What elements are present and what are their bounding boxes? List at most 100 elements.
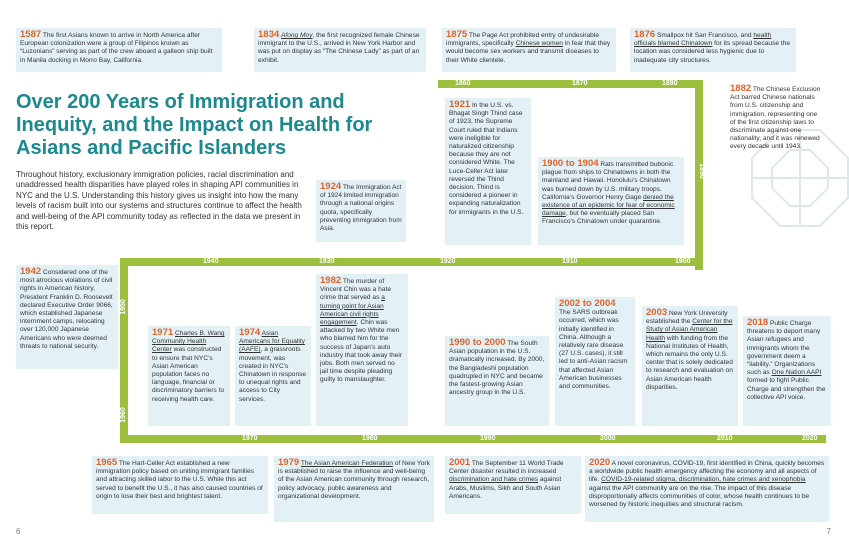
event-year: 2020 <box>589 457 611 468</box>
event-1965: 1965 The Hart-Celler Act established a n… <box>92 456 268 514</box>
timeline-track-left <box>120 258 128 443</box>
event-2018: 2018 Public Charge threatens to deport m… <box>743 316 831 426</box>
event-year: 1875 <box>446 29 468 40</box>
decade-label: 1860 <box>455 80 471 87</box>
event-text: The SARS outbreak occurred, which was in… <box>559 309 628 391</box>
event-text: . Chin was attacked by two White men who… <box>320 319 403 384</box>
event-link[interactable]: a turning point for Asian American civil… <box>320 294 385 327</box>
timeline-track-top <box>438 80 703 88</box>
event-1921: 1921 In the U.S. vs. Bhagat Singh Thind … <box>445 98 531 245</box>
event-text: The Page Act prohibited entry of undesir… <box>446 32 599 48</box>
page-title: Over 200 Years of Immigration and Inequi… <box>16 91 373 159</box>
event-text: The Hart-Celler Act established a new im… <box>96 460 263 500</box>
event-year: 1942 <box>20 266 42 277</box>
event-year: 2018 <box>747 317 769 328</box>
event-1875: 1875 The Page Act prohibited entry of un… <box>442 28 616 72</box>
event-text: The first Asians known to arrive in Nort… <box>20 32 213 64</box>
decade-label: 2000 <box>600 435 616 442</box>
event-link[interactable]: Chinese women <box>515 40 563 48</box>
event-1982: 1982 The murder of Vincent Chin was a ha… <box>316 274 408 426</box>
event-link[interactable]: Afong Moy <box>280 32 313 39</box>
decade-label: 1880 <box>662 80 678 87</box>
decade-label: 1920 <box>440 258 456 265</box>
event-year: 1965 <box>96 457 118 468</box>
page-number-right: 7 <box>826 527 831 536</box>
event-year: 1876 <box>634 29 656 40</box>
timeline-track-right <box>695 80 703 270</box>
event-1971: 1971 Charles B. Wang Community Health Ce… <box>148 326 230 426</box>
event-text: in fear that they would become sex worke… <box>446 40 611 64</box>
event-text: Considered one of the most atrocious vio… <box>20 269 113 350</box>
event-year: 1971 <box>152 327 174 338</box>
event-1924: 1924 The Immigration Act of 1924 limited… <box>316 180 406 242</box>
event-2001: 2001 The September 11 World Trade Center… <box>445 456 581 514</box>
decade-label: 1870 <box>572 80 588 87</box>
event-link[interactable]: Charles B. Wang Community Health Center <box>152 330 225 354</box>
event-1882: 1882 The Chinese Exclusion Act barred Ch… <box>726 82 826 166</box>
decade-label: 2020 <box>802 435 818 442</box>
event-year: 1990 to 2000 <box>449 337 506 348</box>
decade-label: 1960 <box>119 407 127 423</box>
event-link[interactable]: The Asian American Federation <box>300 460 393 467</box>
event-year: 2002 to 2004 <box>559 298 616 309</box>
event-text: The Immigration Act of 1924 limited immi… <box>320 184 402 233</box>
event-text: against Arabs, Muslims, Sikh and South A… <box>449 476 562 500</box>
event-link[interactable]: denied the existence of an epidemic for … <box>542 193 675 218</box>
event-link[interactable]: health officials blamed Chinatown <box>634 32 772 48</box>
decade-label: 1910 <box>562 258 578 265</box>
event-text: with funding from the National Institute… <box>646 334 733 391</box>
event-text: A novel coronavirus, COVID-19, first ide… <box>589 460 825 484</box>
event-link[interactable]: Asian Americans for Equality (AAFE) <box>239 330 305 354</box>
decade-label: 1940 <box>203 258 219 265</box>
event-text: was constructed to ensure that NYC’s Asi… <box>152 346 225 403</box>
timeline-track-middle <box>120 258 703 266</box>
event-2003: 2003 New York University established the… <box>642 306 738 426</box>
event-year: 1882 <box>730 83 752 94</box>
event-text: The South Asian population in the U.S. d… <box>449 340 545 397</box>
event-year: 1979 <box>278 457 300 468</box>
event-text: In the U.S. vs. Bhagat Singh Thind case … <box>449 102 524 216</box>
event-text: , the first recognized female Chinese im… <box>258 32 420 64</box>
intro-paragraph: Throughout history, exclusionary immigra… <box>16 170 302 232</box>
event-text: of New York is established to raise the … <box>278 460 430 500</box>
event-text: New York University established the <box>646 310 728 326</box>
event-year: 1834 <box>258 29 280 40</box>
event-text: The September 11 World Trade Center disa… <box>449 460 564 476</box>
timeline-track-bottom <box>120 435 826 443</box>
event-year: 2003 <box>646 307 668 318</box>
event-year: 1921 <box>449 99 471 110</box>
event-year: 1974 <box>239 327 261 338</box>
event-year: 1587 <box>20 29 42 40</box>
event-text: , a grassroots movement, was created in … <box>239 346 307 403</box>
event-link[interactable]: COVID-19-related stigma, discrimination,… <box>601 476 806 484</box>
event-text: The murder of Vincent Chin was a hate cr… <box>320 278 391 302</box>
event-2020: 2020 A novel coronavirus, COVID-19, firs… <box>585 456 829 522</box>
event-1876: 1876 Smallpox hit San Francisco, and hea… <box>630 28 796 72</box>
event-text: Public Charge threatens to deport many A… <box>747 320 821 377</box>
event-text: for its spread because the location was … <box>634 40 791 64</box>
event-link[interactable]: discrimination and hate crimes <box>449 476 539 484</box>
event-text: formed to fight Public Charge and streng… <box>747 377 826 401</box>
decade-label: 1970 <box>242 435 258 442</box>
event-link[interactable]: One Nation AAPI <box>771 369 822 377</box>
event-1942: 1942 Considered one of the most atrociou… <box>16 265 118 369</box>
event-1587: 1587 The first Asians known to arrive in… <box>16 28 222 72</box>
event-text: The Chinese Exclusion Act barred Chinese… <box>730 86 821 151</box>
event-text: , but he eventually placed San Francisco… <box>542 210 662 226</box>
event-1979: 1979 The Asian American Federation of Ne… <box>274 456 434 522</box>
page-number-left: 6 <box>16 527 21 536</box>
decade-label: 1930 <box>319 258 335 265</box>
event-1974: 1974 Asian Americans for Equality (AAFE)… <box>235 326 311 426</box>
decade-label: 1900 <box>675 258 691 265</box>
event-text: against the API community are on the ris… <box>589 484 810 509</box>
decade-label: 2010 <box>717 435 733 442</box>
decade-label: 1990 <box>480 435 496 442</box>
event-1990-2000: 1990 to 2000 The South Asian population … <box>445 336 549 426</box>
event-text: Rats transmitted bubonic plague from shi… <box>542 161 674 201</box>
decade-label: 1890 <box>697 163 705 179</box>
event-year: 1924 <box>320 181 342 192</box>
event-1900-1904: 1900 to 1904 Rats transmitted bubonic pl… <box>538 157 684 245</box>
event-1834: 1834 Afong Moy, the first recognized fem… <box>254 28 426 72</box>
event-link[interactable]: Center for the Study of Asian American H… <box>646 318 733 342</box>
